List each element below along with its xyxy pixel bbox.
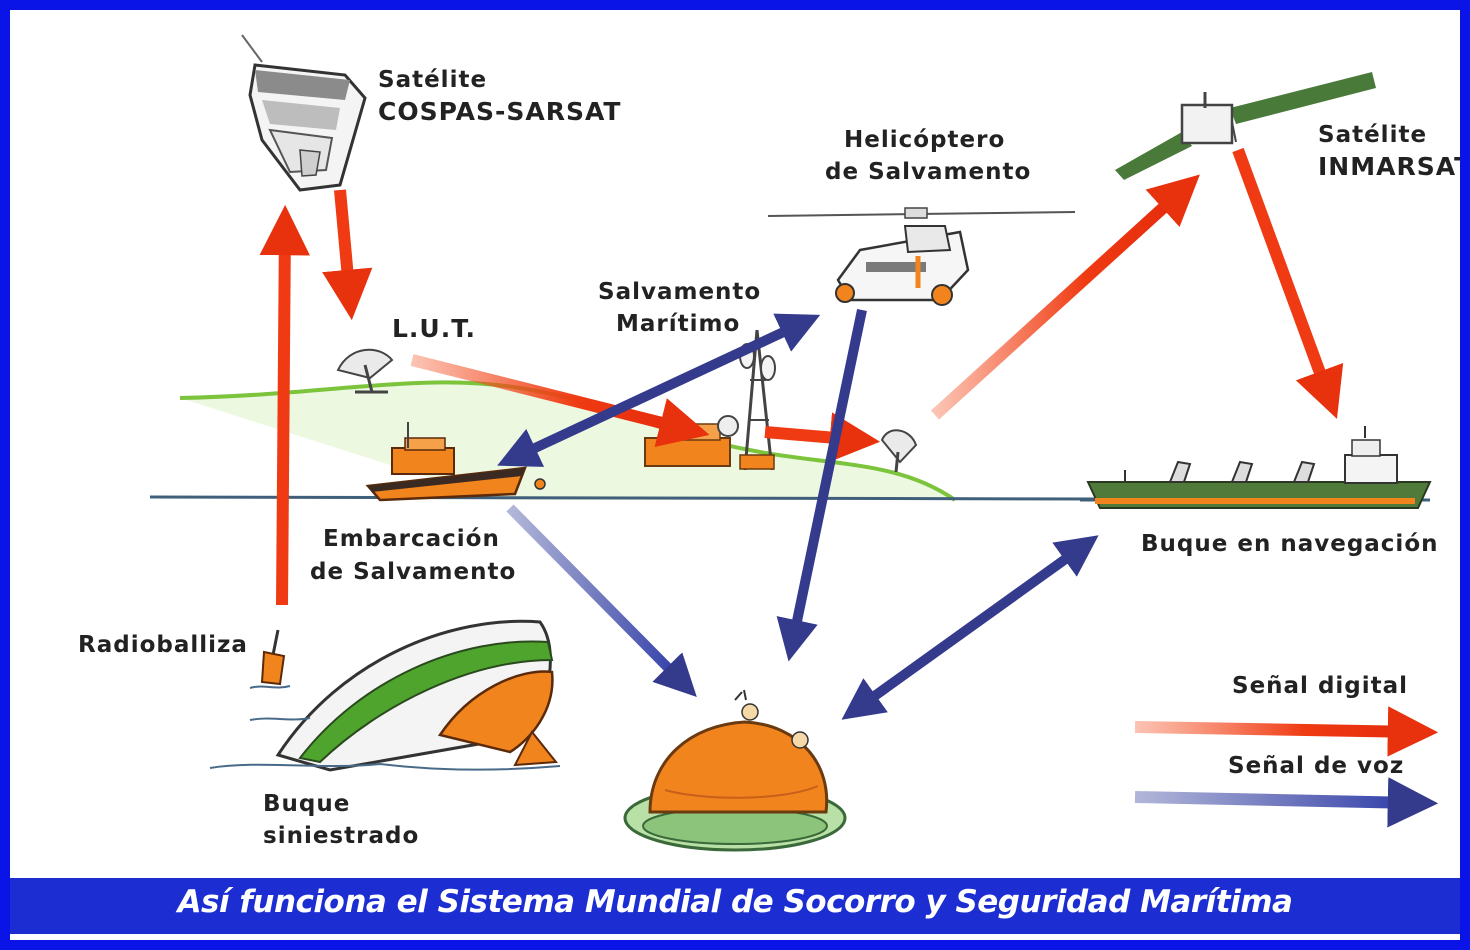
radiobeacon-icon <box>249 629 291 689</box>
coast-dish-icon <box>880 429 918 473</box>
life-raft-icon <box>623 689 847 852</box>
inmarsat-label-line2: INMARSAT <box>1318 152 1470 181</box>
arrow-inmarsat-to-ship <box>1232 147 1344 419</box>
legend-voice-label: Señal de voz <box>1228 753 1405 779</box>
rescue-boat-icon <box>365 422 546 502</box>
radiobeacon-label: Radioballiza <box>78 632 248 658</box>
legend-voice-arrow <box>1134 777 1439 828</box>
arrow-station-to-dish <box>764 412 881 463</box>
cargo-ship-icon <box>1086 426 1432 509</box>
banner-title: Así funciona el Sistema Mundial de Socor… <box>177 884 1293 920</box>
inmarsat-label-line1: Satélite <box>1318 122 1428 148</box>
helicopter-label-line2: de Salvamento <box>825 159 1032 185</box>
arrow-dish-to-inmarsat <box>930 174 1200 420</box>
capsized-ship-icon <box>209 619 561 772</box>
cospas-sarsat-satellite-icon <box>241 34 367 192</box>
capsized-ship-label-line1: Buque <box>263 791 351 817</box>
cospas-label-line1: Satélite <box>378 67 488 93</box>
ship-underway-label: Buque en navegación <box>1141 531 1439 557</box>
legend-digital-arrow <box>1134 706 1439 757</box>
cospas-label-line2: COSPAS-SARSAT <box>378 97 622 126</box>
salvamento-maritimo-station-icon <box>644 329 776 471</box>
rescue-boat-label-line2: de Salvamento <box>310 559 517 585</box>
arrow-station-heli-boat <box>497 313 821 467</box>
inmarsat-satellite-icon <box>1115 72 1376 180</box>
voice-signal-arrows <box>497 308 1099 720</box>
title-banner: Así funciona el Sistema Mundial de Socor… <box>10 878 1460 934</box>
arrow-heli-to-raft <box>776 308 867 662</box>
capsized-ship-label-line2: siniestrado <box>263 823 420 849</box>
diagram-scene <box>149 34 1439 852</box>
helicopter-label-line1: Helicóptero <box>844 127 1006 153</box>
legend-digital-label: Señal digital <box>1232 673 1409 699</box>
rescue-boat-label-line1: Embarcación <box>323 526 500 552</box>
arrow-beacon-to-cospas <box>259 204 310 606</box>
arrow-cospas-to-lut <box>322 189 373 321</box>
legend-arrows <box>1134 706 1439 828</box>
salvamento-label-line2: Marítimo <box>616 311 741 337</box>
lut-label: L.U.T. <box>392 314 476 343</box>
arrow-raft-ship <box>841 535 1099 720</box>
lut-dish-icon <box>336 348 394 394</box>
salvamento-label-line1: Salvamento <box>598 279 762 305</box>
helicopter-icon <box>767 207 1076 306</box>
arrow-boat-to-raft <box>506 504 697 697</box>
